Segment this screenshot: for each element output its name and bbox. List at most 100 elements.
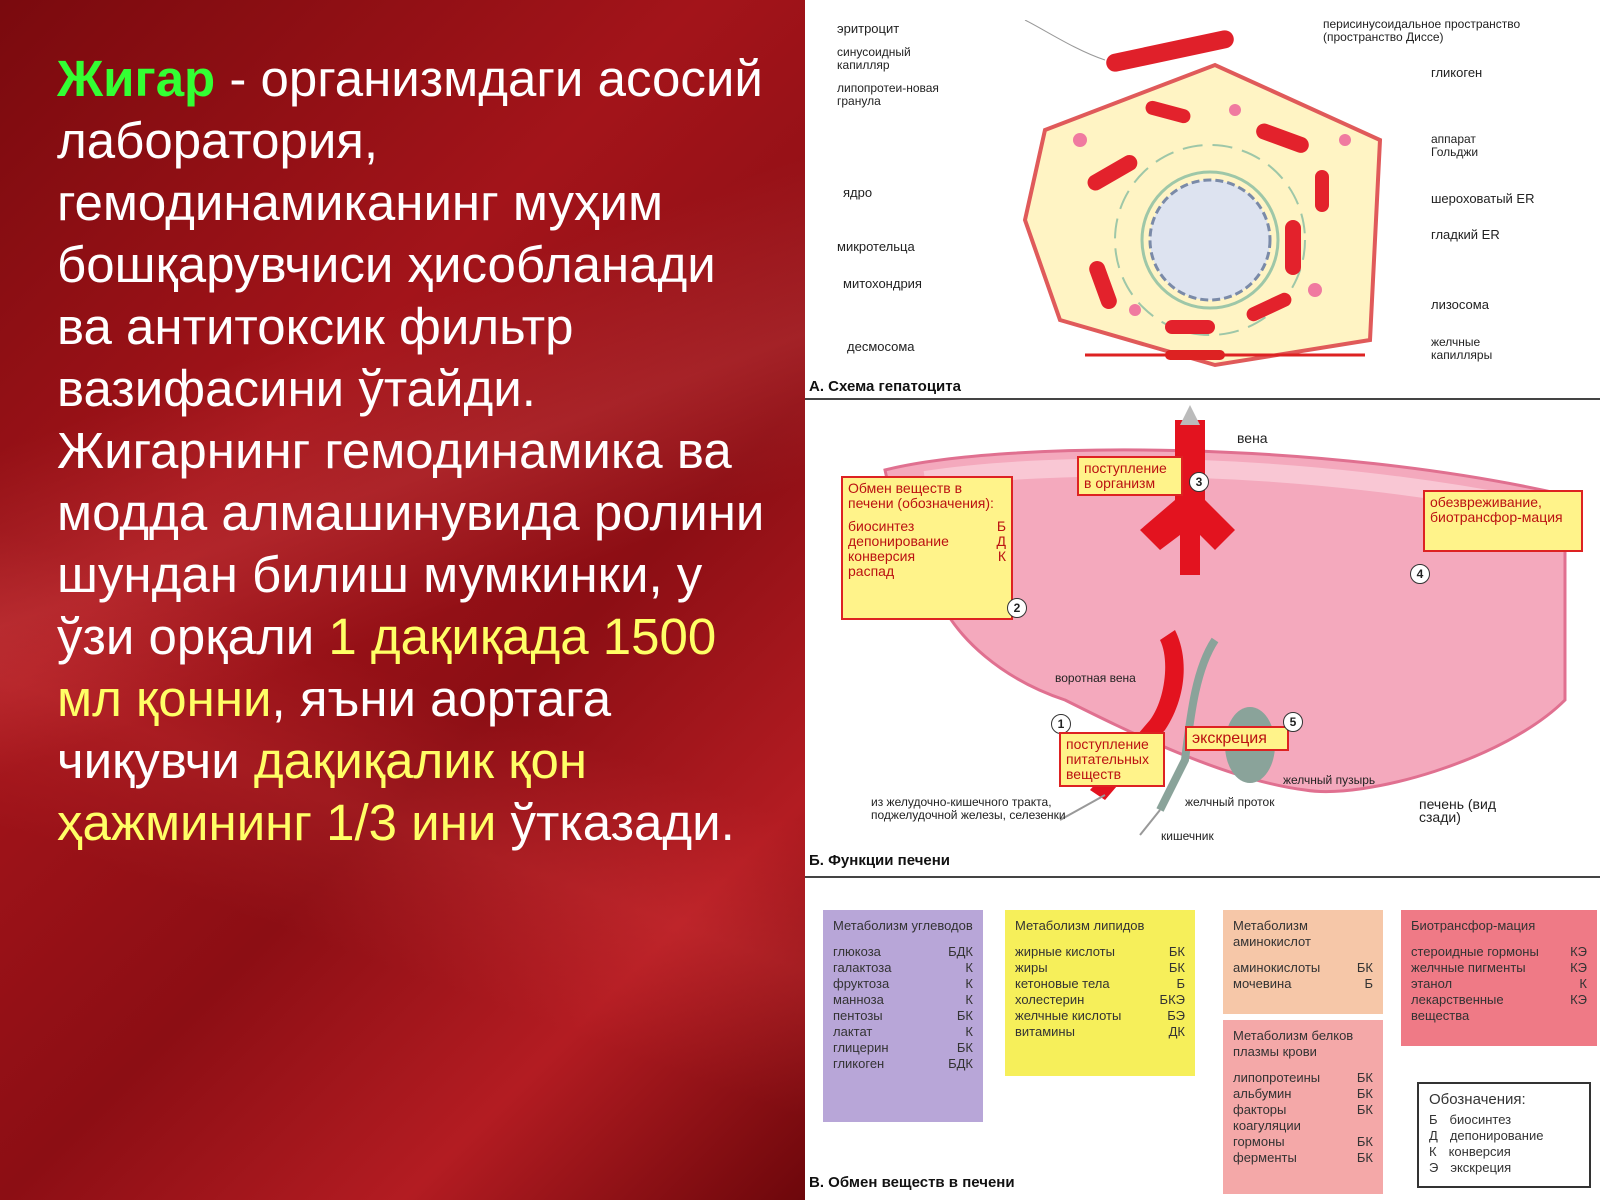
metabolite-code: Б [1176, 976, 1185, 991]
metabolite-name: стероидные гормоны [1411, 944, 1539, 959]
liver-illustration [883, 405, 1567, 836]
metabolite-name: факторы коагуляции [1233, 1102, 1301, 1133]
label-golgi: аппарат Гольджи [1431, 132, 1479, 159]
highlight-flow-rate: 1 дақиқада 1500 мл қонни [57, 608, 717, 727]
exchange-code: Д [996, 533, 1006, 549]
label-sinusoid: синусоидный капилляр [837, 45, 911, 72]
exchange-name: депонирование [848, 533, 949, 549]
metabolite-name: биосинтез [1449, 1112, 1512, 1127]
bile-duct [1156, 637, 1219, 812]
arrow-up [1180, 405, 1200, 425]
metabolite-name: глюкоза [833, 944, 881, 959]
metabolite-name: ферменты [1233, 1150, 1297, 1165]
plasma-heading: Метаболизм белков плазмы крови [1233, 1028, 1354, 1059]
metabolite-row: манноза К [833, 992, 973, 1008]
section-c-title: В. Обмен веществ в печени [809, 1174, 1015, 1191]
erythrocyte [1106, 30, 1234, 72]
metabolite-row: глицерин БК [833, 1040, 973, 1056]
metabolite-code: Б [1364, 976, 1373, 991]
metabolite-name: холестерин [1015, 992, 1085, 1007]
metabolite-code: БК [1356, 960, 1373, 975]
metabolite-name: жиры [1015, 960, 1048, 975]
text-part-3: ўтказади. [496, 794, 735, 851]
marker-4: 4 [1410, 564, 1430, 584]
marker-2: 2 [1007, 598, 1027, 618]
label-smooth-er: гладкий ER [1431, 227, 1500, 242]
slide-left-panel: Жигар - организмдаги асосий лаборатория,… [0, 0, 805, 1200]
metabolite-code: БК [1356, 1070, 1373, 1085]
metabolite-code: БДК [948, 1056, 973, 1071]
metabolite-name: желчные кислоты [1015, 1008, 1122, 1023]
metabolite-code: БК [1356, 1150, 1373, 1165]
metabolite-name: пентозы [833, 1008, 883, 1023]
label-desmosome: десмосома [847, 339, 915, 354]
metabolite-name: мочевина [1233, 976, 1292, 991]
label-portal-vein: воротная вена [1055, 671, 1136, 685]
biotrans-heading: Биотрансфор-мация [1411, 918, 1536, 933]
metabolite-name: витамины [1015, 1024, 1075, 1039]
section-a-title: А. Схема гепатоцита [809, 378, 961, 395]
exchange-row: распад [848, 564, 1006, 579]
label-bile-duct: желчный проток [1185, 795, 1275, 809]
metabolite-code: К [1429, 1144, 1437, 1159]
label-lysosome: лизосома [1431, 297, 1489, 312]
metabolite-code: БДК [948, 944, 973, 959]
exchange-name: конверсия [848, 548, 916, 564]
metabolite-code: БК [1356, 1086, 1373, 1101]
metabolite-name: гликоген [833, 1056, 885, 1071]
hepatic-vein [1140, 420, 1235, 575]
lipid-heading: Метаболизм липидов [1015, 918, 1145, 933]
legend-heading: Обозначения: [1429, 1091, 1526, 1108]
highlight-volume-share: дақиқалик қон ҳажмининг 1/3 ини [57, 732, 588, 851]
metabolite-code: К [965, 992, 973, 1007]
carb-heading: Метаболизм углеводов [833, 918, 973, 933]
exchange-row: депонирование Д [848, 534, 1006, 549]
box-excretion: экскреция [1185, 726, 1289, 751]
hepatocyte-illustration [1022, 20, 1383, 368]
metabolite-code: БК [1168, 944, 1185, 959]
metabolite-name: галактоза [833, 960, 892, 975]
marker-3: 3 [1189, 472, 1209, 492]
metabolite-code: КЭ [1570, 944, 1587, 959]
metabolite-code: К [965, 1024, 973, 1039]
section-b-title: Б. Функции печени [809, 852, 951, 869]
metabolite-name: лекарственные вещества [1411, 992, 1504, 1023]
label-nucleus: ядро [843, 185, 873, 200]
box-detox: обезвреживание, биотрансфор-мация [1423, 490, 1583, 552]
amino-heading: Метаболизм аминокислот [1233, 918, 1311, 949]
label-from-gi: из желудочно-кишечного тракта, поджелудо… [871, 795, 1066, 822]
label-erythrocyte: эритроцит [837, 21, 900, 36]
metabolite-code: Д [1429, 1128, 1438, 1143]
metabolite-name: манноза [833, 992, 884, 1007]
metabolite-name: гормоны [1233, 1134, 1285, 1149]
metabolite-code: Э [1429, 1160, 1439, 1175]
exchange-code: Б [996, 518, 1006, 534]
metabolite-code: К [1579, 976, 1587, 991]
metabolite-code: БЭ [1167, 1008, 1185, 1023]
metabolite-name: глицерин [833, 1040, 889, 1055]
metabolite-code: БК [956, 1040, 973, 1055]
divider-a [805, 398, 1600, 400]
label-intestine: кишечник [1161, 829, 1214, 843]
metabolite-name: желчные пигменты [1411, 960, 1526, 975]
